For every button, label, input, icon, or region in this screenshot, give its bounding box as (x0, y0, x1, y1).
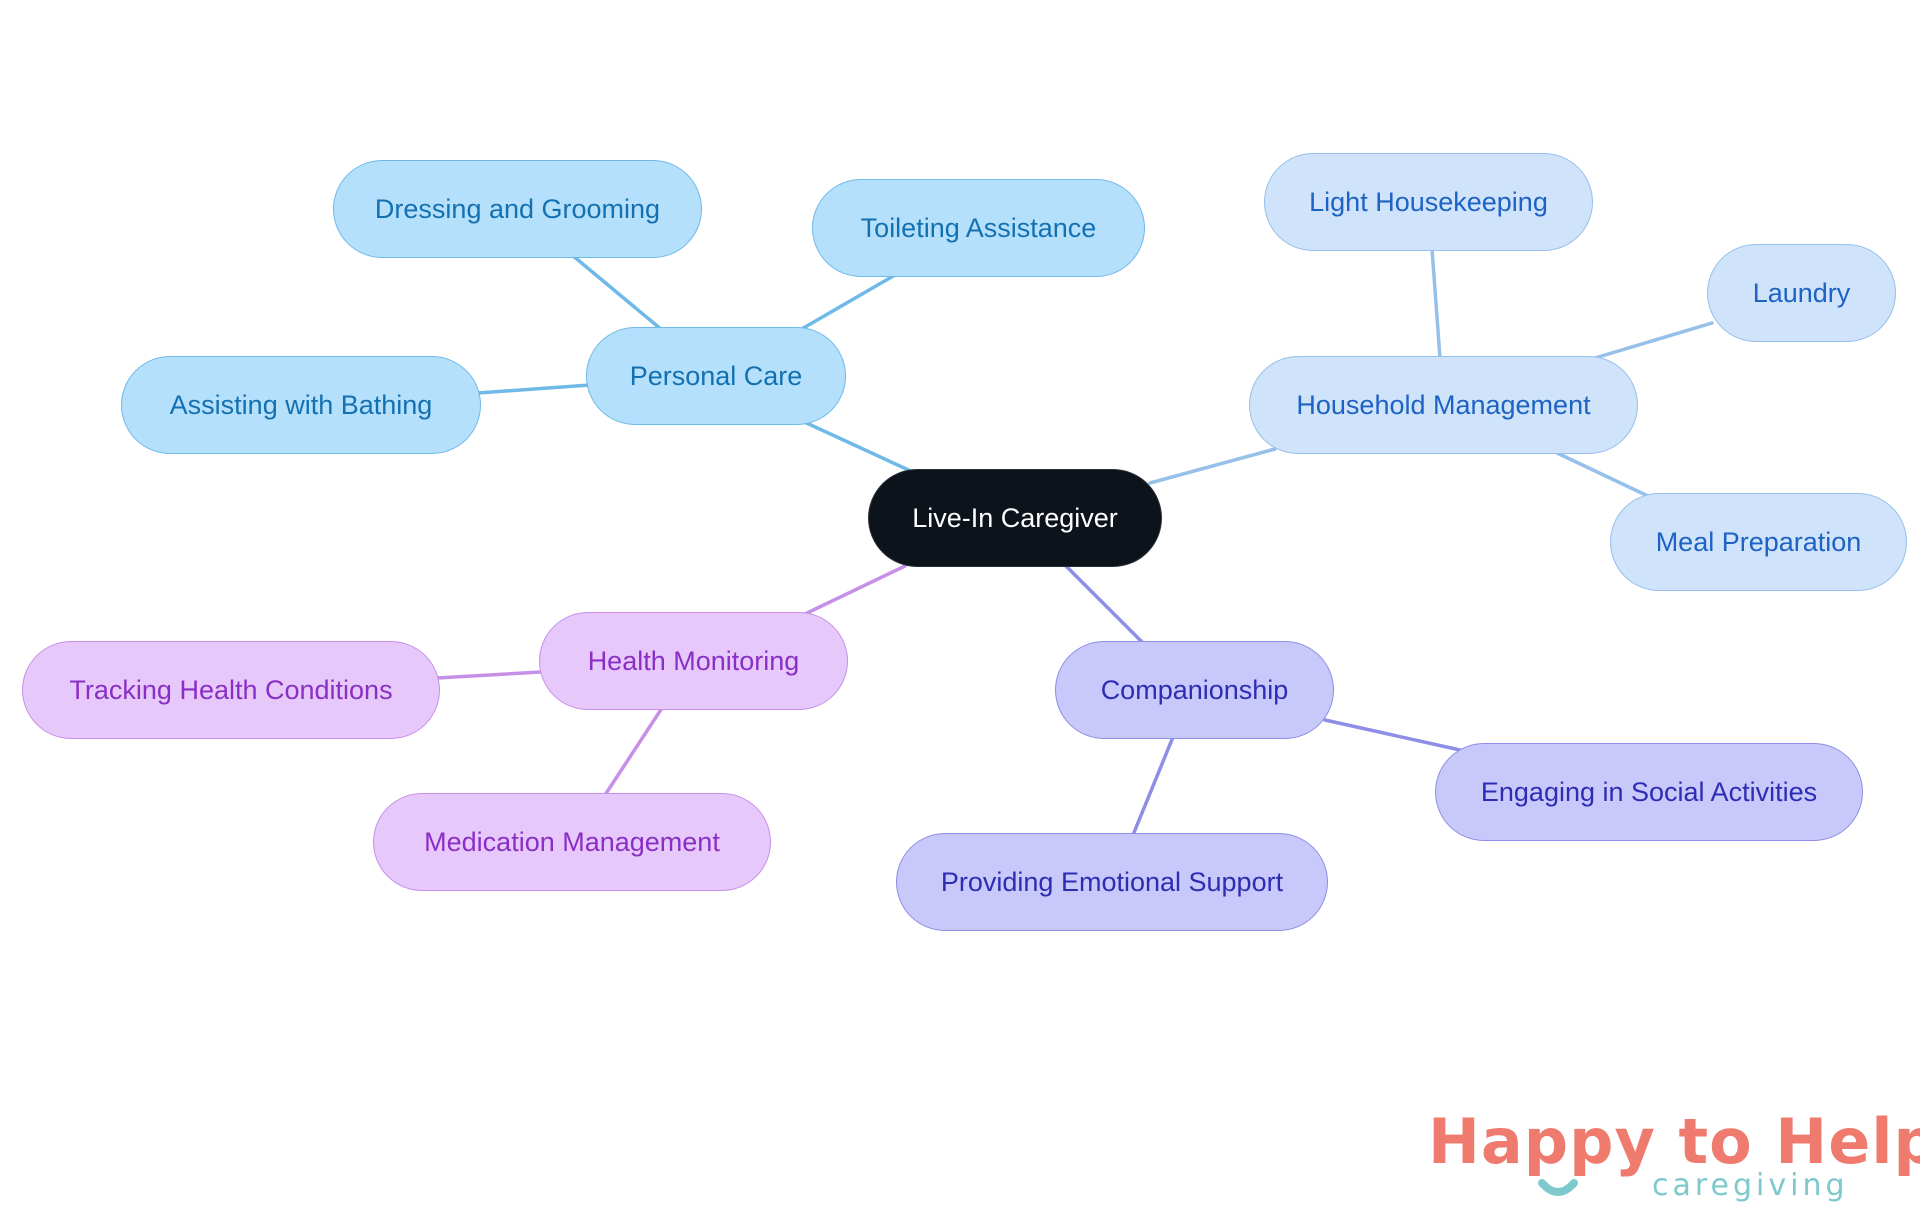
node-light-housekeeping: Light Housekeeping (1264, 153, 1593, 251)
node-laundry: Laundry (1707, 244, 1896, 342)
node-root: Live-In Caregiver (868, 469, 1162, 567)
node-medication-management: Medication Management (373, 793, 771, 891)
node-companionship: Companionship (1055, 641, 1334, 739)
node-tracking-health-conditions: Tracking Health Conditions (22, 641, 440, 739)
node-meal-preparation: Meal Preparation (1610, 493, 1907, 591)
node-toileting-assistance: Toileting Assistance (812, 179, 1145, 277)
edge-personal-care-toileting (798, 273, 897, 332)
edge-health-tracking (435, 670, 543, 680)
node-personal-care: Personal Care (586, 327, 846, 425)
happy-to-help-logo: Happy to Help caregiving (1420, 1105, 1920, 1205)
edge-household-meal (1553, 450, 1652, 499)
edge-personal-care-bathing (476, 383, 592, 395)
edge-companionship-emotional (1131, 735, 1175, 837)
node-household-management: Household Management (1249, 356, 1638, 454)
node-assisting-with-bathing: Assisting with Bathing (121, 356, 481, 454)
edge-household-housekeeping (1430, 247, 1442, 360)
edge-root-health (803, 564, 907, 616)
node-providing-emotional-support: Providing Emotional Support (896, 833, 1328, 931)
logo-wordmark: Happy to Help (1428, 1105, 1920, 1178)
edge-root-household (1148, 447, 1277, 485)
node-engaging-in-social-activities: Engaging in Social Activities (1435, 743, 1863, 841)
node-health-monitoring: Health Monitoring (539, 612, 848, 710)
edge-companionship-social (1323, 718, 1462, 752)
smile-icon (1538, 1179, 1578, 1196)
edge-personal-care-dressing (570, 253, 664, 332)
edge-root-personal-care (798, 418, 917, 475)
edge-health-medication (603, 706, 664, 797)
node-dressing-and-grooming: Dressing and Grooming (333, 160, 702, 258)
logo-tagline: caregiving (1652, 1168, 1849, 1203)
edge-root-companionship (1063, 563, 1145, 645)
edge-household-laundry (1593, 321, 1714, 360)
